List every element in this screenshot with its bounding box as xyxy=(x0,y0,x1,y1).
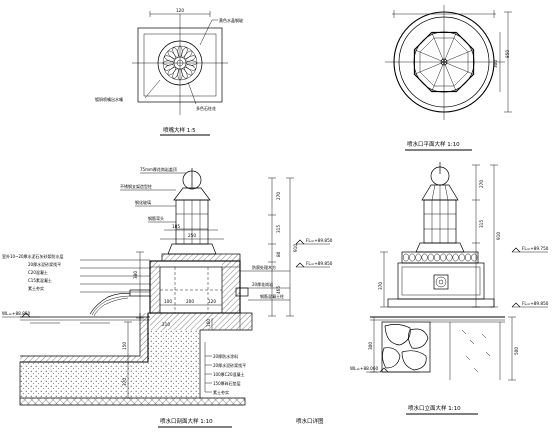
pebble xyxy=(458,253,465,262)
nozzle-petal xyxy=(183,50,193,60)
sec-dim-380: 380 xyxy=(133,271,138,279)
sec-dim-200: 200 xyxy=(186,299,194,304)
nozzle-petal xyxy=(172,47,179,58)
pebble xyxy=(427,253,434,262)
elev-dim-300: 300 xyxy=(368,342,373,350)
sec-label-bottom-0: 20厚防水涂料 xyxy=(213,353,238,359)
sec-dim-160: 160 xyxy=(206,319,211,327)
sec-label-top-2: 钢化玻璃 xyxy=(135,199,151,205)
sec-elev-mid: FL=+89.850 xyxy=(306,261,333,266)
sec-dim-150: 150 xyxy=(122,342,127,350)
nozzle-petals xyxy=(163,46,197,80)
sec-label-right-0: 防腐处理木方 xyxy=(252,264,276,270)
elev-dim-270: 270 xyxy=(479,180,484,188)
sec-label-bottom-2: 100厚C20混凝土 xyxy=(213,371,245,377)
nozzle-petal xyxy=(167,66,177,76)
sec-label-left-0: 室外10~20厚水泥石灰砂浆防水层 xyxy=(2,253,64,259)
sec-label-left-3: C15素混凝土 xyxy=(28,277,52,283)
elev-dim-370: 370 xyxy=(378,282,383,290)
elev-dim-315: 315 xyxy=(479,220,484,228)
elev-dim-500: 500 xyxy=(514,347,519,355)
detail-caption: 喷水口详图 xyxy=(296,417,324,425)
sec-dim-100: 100 xyxy=(164,299,172,304)
sec-label-right-1: 20厚花岗岩 xyxy=(252,281,273,287)
elev-elev-mid: FL=+89.850 xyxy=(522,301,549,306)
sec-elev-water: WL=+88.850 xyxy=(2,311,30,316)
pebble xyxy=(433,253,441,262)
section-leaders-top: 75mm厚花岗岩盖顶 不锈钢支架造型柱 钢化玻璃 钢筋弯头 xyxy=(120,166,186,223)
sec-dim-370: 370 xyxy=(122,378,127,386)
pebble xyxy=(415,253,422,262)
pebble xyxy=(440,253,447,262)
sec-dim-80: 80 xyxy=(276,251,281,257)
sec-dim-315: 315 xyxy=(276,225,281,233)
elevation-view-title: 喷水口立面大样 1:10 xyxy=(408,404,461,412)
nozzle-detail-view: 120 黄色水晶钢玻 镀铜喷嘴出水嘴 多色石柱花 喷嘴大样 1:5 xyxy=(95,8,243,136)
pebble xyxy=(471,253,478,262)
nozzle-view-title: 喷嘴大样 1:5 xyxy=(163,126,196,134)
sec-label-left-4: 素土夯实 xyxy=(28,285,44,291)
sec-elev-top: FL=+89.850 xyxy=(306,238,333,243)
sec-label-top-3: 钢筋弯头 xyxy=(148,215,164,221)
nozzle-petal xyxy=(181,68,188,79)
section-view-title: 喷水口剖面大样 1:10 xyxy=(160,417,213,425)
plan-dim-850: 850 xyxy=(505,50,510,58)
pebble xyxy=(464,253,472,262)
elev-dim-910: 910 xyxy=(496,232,501,240)
sec-dim-185: 185 xyxy=(172,224,180,229)
plan-view-title: 喷水口平面大样 1:10 xyxy=(407,140,460,148)
section-leaders-bottom: 20厚防水涂料 20厚水泥砂浆找平 100厚C20混凝土 150厚碎石垫层 素土… xyxy=(204,342,246,395)
section-detail-view: 270 315 80 465 910 185 250 380 100 200 1… xyxy=(2,166,333,428)
sec-dim-270: 270 xyxy=(276,192,281,200)
sec-label-bottom-4: 素土夯实 xyxy=(213,389,229,395)
pebble xyxy=(421,253,428,262)
nozzle-dim-text: 120 xyxy=(176,8,184,13)
nozzle-petal xyxy=(167,50,177,60)
sec-label-left-1: 20厚水泥砂浆找平 xyxy=(28,261,61,267)
sec-label-top-1: 不锈钢支架造型柱 xyxy=(120,183,152,189)
pebble xyxy=(409,253,416,262)
nozzle-label-2: 镀铜喷嘴出水嘴 xyxy=(95,96,123,102)
sec-label-right-2: 钢筋混凝土柱 xyxy=(260,293,284,299)
nozzle-petal xyxy=(183,66,193,76)
sec-dim-465: 465 xyxy=(276,286,281,294)
section-leaders-left: 室外10~20厚水泥石灰砂浆防水层 20厚水泥砂浆找平 C20混凝土 C15素混… xyxy=(2,253,150,293)
nozzle-label-3: 多色石柱花 xyxy=(196,105,216,111)
sec-dim-910: 910 xyxy=(293,244,298,252)
elev-elev-top: FL=+89.750 xyxy=(522,246,549,251)
nozzle-petal xyxy=(164,64,175,71)
sec-dim-250: 250 xyxy=(188,233,196,238)
pebble xyxy=(402,253,410,262)
elev-elev-water: WL=+88.060 xyxy=(350,366,378,371)
sec-label-bottom-3: 150厚碎石垫层 xyxy=(213,380,241,386)
sec-dim-210: 210 xyxy=(162,322,170,327)
elevation-detail-view: WL=+88.060 FL=+89.750 FL=+89.850 270 315… xyxy=(350,162,549,415)
nozzle-petal xyxy=(185,55,196,62)
sec-label-top-0: 75mm厚花岗岩盖顶 xyxy=(140,166,177,172)
section-leaders-right: 防腐处理木方 20厚花岗岩 钢筋混凝土柱 xyxy=(240,264,290,301)
plan-detail-view: 850 300 喷水口平面大样 1:10 xyxy=(385,5,512,151)
sec-dim-120: 120 xyxy=(208,299,216,304)
pebble xyxy=(452,253,459,262)
sec-label-left-2: C20混凝土 xyxy=(28,269,48,275)
nozzle-label-1: 黄色水晶钢玻 xyxy=(219,17,243,23)
plan-dim-300: 300 xyxy=(493,60,498,68)
sec-label-bottom-1: 20厚水泥砂浆找平 xyxy=(213,362,246,368)
elevation-rubble-foundation xyxy=(381,321,505,380)
elevation-pebble-band xyxy=(402,253,478,262)
pebble xyxy=(446,253,453,262)
